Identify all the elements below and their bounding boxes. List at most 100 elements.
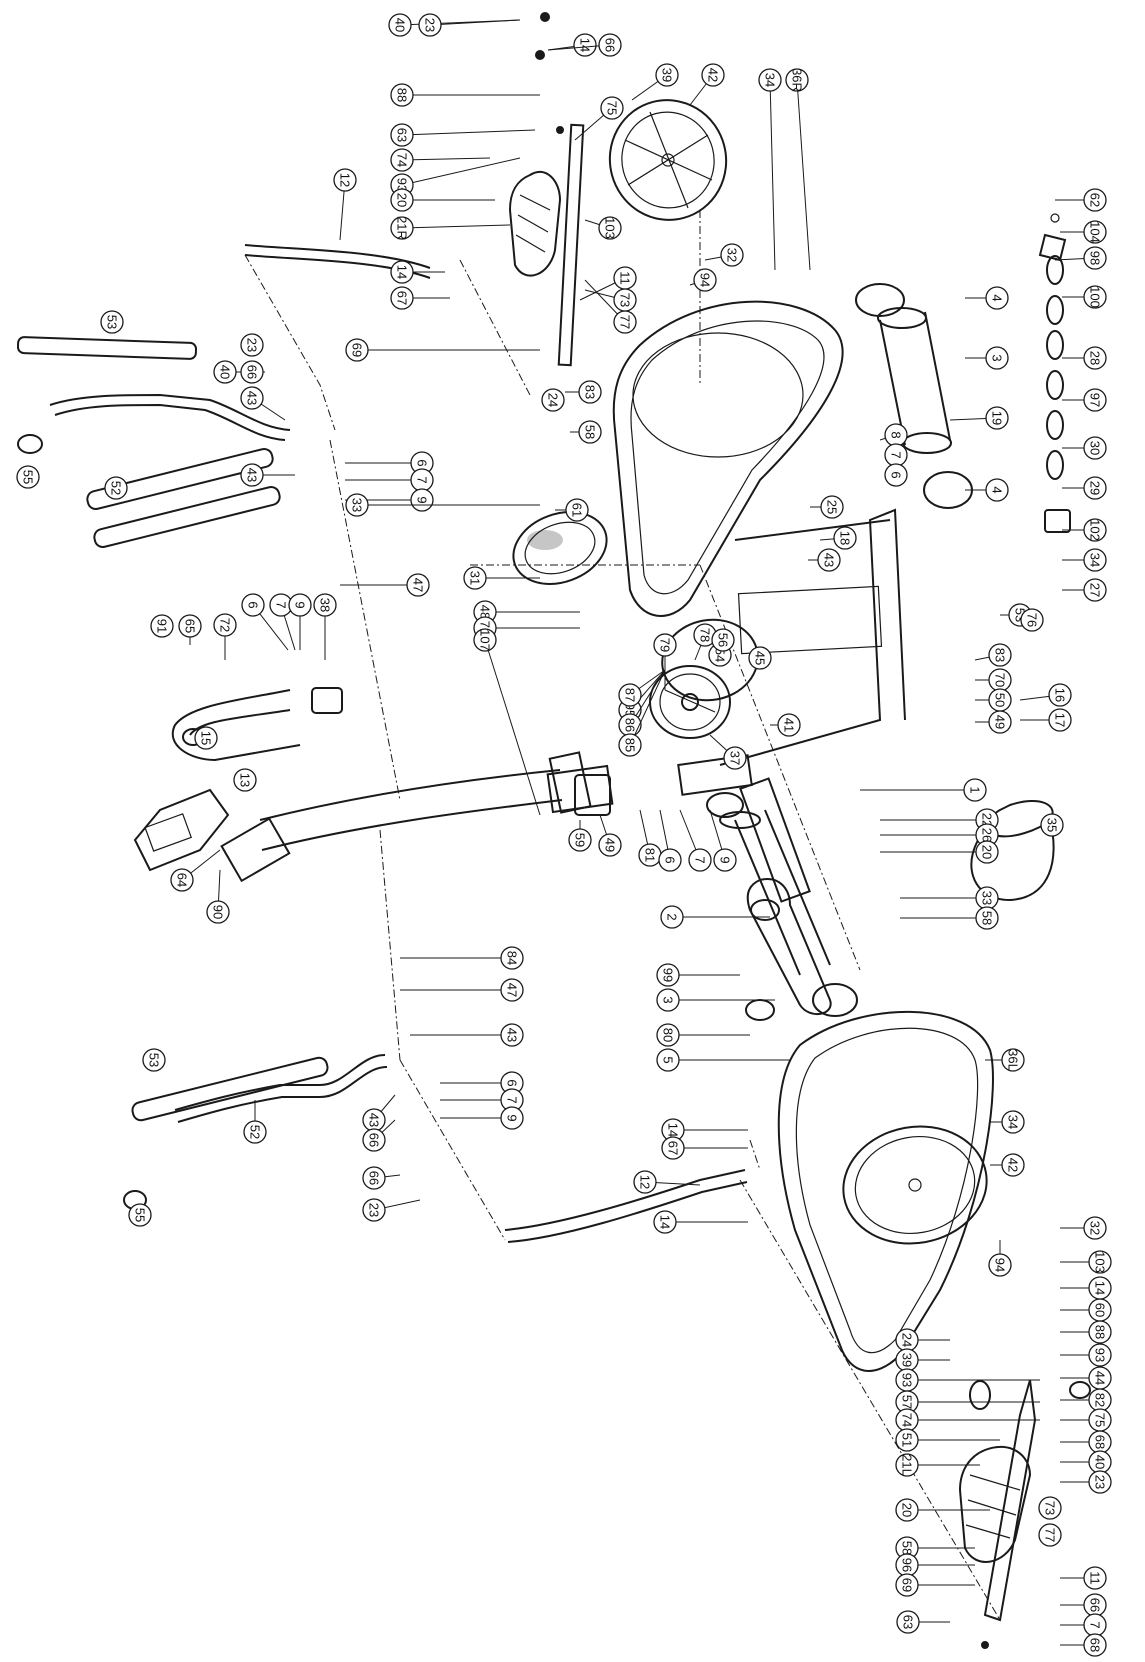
callout-73: 73 [584,288,637,312]
callout-bubble [313,593,337,617]
part-number: 56 [716,633,731,647]
callout-bubble [463,566,487,590]
callout-bubble [895,1498,919,1522]
callout-bubble [720,243,744,267]
part-number: 14 [395,265,410,279]
part-number: 3 [990,354,1005,361]
callout-94: 94 [689,268,717,292]
part-number: 28 [1088,351,1103,365]
callout-bubble [701,63,725,87]
part-number: 59 [573,833,588,847]
callout-43: 43 [362,1094,396,1132]
part-number: 24 [546,393,561,407]
callout-16: 16 [1019,683,1072,707]
lower-arms [123,1054,748,1243]
part-number: 91 [155,619,170,633]
part-number: 69 [350,343,365,357]
callout-94: 94 [988,1240,1012,1277]
callout-9: 9 [709,809,737,872]
callout-84: 84 [400,946,524,970]
callout-99: 99 [656,963,740,987]
part-number: 6 [246,601,261,608]
callout-97: 97 [1062,388,1107,412]
part-number: 47 [505,983,520,997]
part-number: 23 [1093,1475,1108,1489]
callout-bubble [1083,1216,1107,1240]
part-number: 9 [505,1114,520,1121]
right-pedal [508,123,585,367]
callout-39: 39 [895,1348,950,1372]
callout-bubble [500,1106,524,1130]
callout-34: 34 [990,1110,1025,1134]
callout-bubble [240,360,264,384]
callout-86: 86 [618,669,666,737]
part-number: 75 [1093,1413,1108,1427]
part-number: 40 [393,18,408,32]
callout-17: 17 [1020,708,1072,732]
part-number: 30 [1088,441,1103,455]
callout-7: 7 [1060,1613,1107,1637]
callout-bubble [16,465,40,489]
callout-42: 42 [990,1153,1025,1177]
callout-4: 4 [965,286,1009,310]
callout-30: 30 [1062,436,1107,460]
callout-40: 40 [388,13,521,37]
callout-40: 40 [1060,1450,1112,1474]
callout-3: 3 [656,988,775,1012]
part-number: 15 [199,731,214,745]
callout-69: 69 [895,1573,975,1597]
callout-bubble [243,1120,267,1144]
callout-7: 7 [884,443,908,467]
leader-line [769,79,776,271]
callout-77: 77 [1038,1523,1062,1547]
part-number: 39 [660,68,675,82]
callout-36R: 36R [785,68,811,271]
part-number: 36L [1006,1049,1021,1071]
callout-bubble [1083,188,1107,212]
callout-66: 66 [362,1166,401,1190]
part-number: 70 [993,673,1008,687]
callout-53: 53 [142,1048,166,1072]
callout-bubble [390,286,414,310]
callout-66: 66 [547,33,622,57]
callout-bubble [656,1023,680,1047]
part-number: 55 [21,470,36,484]
callout-21L: 21L [895,1453,980,1477]
upper-arms [16,244,431,549]
part-number: 34 [763,73,778,87]
callout-bubble [573,33,597,57]
callout-bubble [345,338,369,362]
callout-93: 93 [895,1368,1040,1392]
part-number: 86 [623,718,638,732]
callout-bubble [1083,346,1107,370]
callout-82: 82 [1060,1388,1112,1412]
callout-12: 12 [633,1170,701,1194]
callout-bubble [988,643,1012,667]
part-number: 34 [1006,1115,1021,1129]
callout-74: 74 [895,1408,1040,1432]
callout-bubble [785,68,809,92]
part-number: 103 [1093,1251,1108,1273]
callout-21R: 21R [390,216,511,240]
part-number: 12 [338,173,353,187]
callout-63: 63 [390,123,536,147]
callout-4: 4 [965,478,1009,502]
part-number: 27 [1088,583,1103,597]
callout-bubble [658,848,682,872]
part-drawings [16,12,1091,1649]
part-number: 83 [583,385,598,399]
part-number: 13 [238,773,253,787]
callout-14: 14 [661,1118,748,1142]
part-number: 87 [623,688,638,702]
part-number: 33 [350,498,365,512]
crank-pulley [512,511,608,585]
left-pedal [958,1379,1037,1622]
part-number: 82 [1093,1393,1108,1407]
callout-55: 55 [16,465,40,489]
part-number: 50 [993,693,1008,707]
callout-63: 63 [896,1610,950,1634]
callout-24: 24 [895,1328,950,1352]
part-number: 88 [395,88,410,102]
part-number: 107 [478,629,493,651]
callout-23: 23 [362,1198,421,1222]
